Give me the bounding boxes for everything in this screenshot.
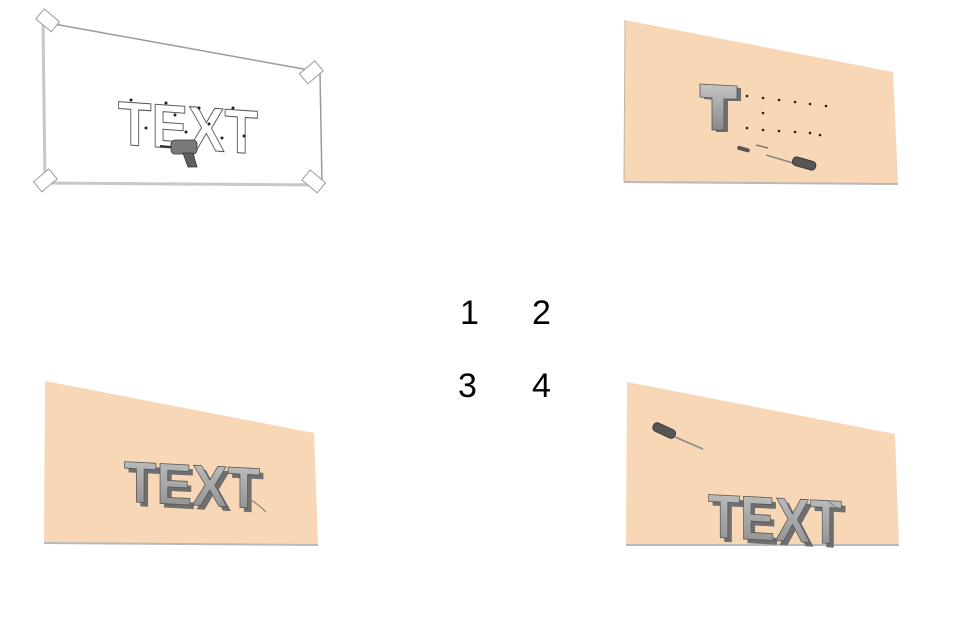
tape-icon (298, 60, 324, 85)
step-number-2: 2 (532, 294, 551, 332)
step-number-1: 1 (460, 294, 479, 332)
step-number-4: 4 (532, 367, 551, 405)
letter-t (699, 83, 741, 132)
drill-icon (159, 139, 198, 168)
step-number-3: 3 (458, 367, 477, 405)
tape-icon (32, 168, 58, 193)
tape-icon (301, 169, 327, 194)
mounted-letters: TEXT TEXT (124, 449, 264, 526)
wall-panel (44, 381, 318, 545)
wall-panel (624, 20, 898, 184)
cable (247, 497, 267, 513)
svg-text:TEXT: TEXT (128, 454, 264, 526)
tape-icon (35, 8, 61, 33)
mounted-text: TEXT (708, 482, 842, 558)
wall-panel (626, 382, 899, 545)
mounted-letters: TEXT TEXT (708, 482, 846, 563)
step-4-illustration: TEXT TEXT (626, 382, 899, 562)
screwdriver-icon (765, 154, 817, 171)
wall-plug-icon (737, 145, 750, 153)
cable (825, 499, 843, 513)
hole-marks (129, 98, 246, 140)
step-1-illustration: TEXT (32, 8, 327, 194)
screw-icon (755, 144, 769, 149)
drilled-holes (745, 94, 828, 137)
step-3-illustration: TEXT TEXT (43, 381, 319, 546)
mounted-text: TEXT (124, 450, 260, 522)
svg-text:TEXT: TEXT (712, 486, 846, 562)
screwdriver-icon (652, 422, 704, 450)
step-2-illustration (623, 19, 899, 185)
